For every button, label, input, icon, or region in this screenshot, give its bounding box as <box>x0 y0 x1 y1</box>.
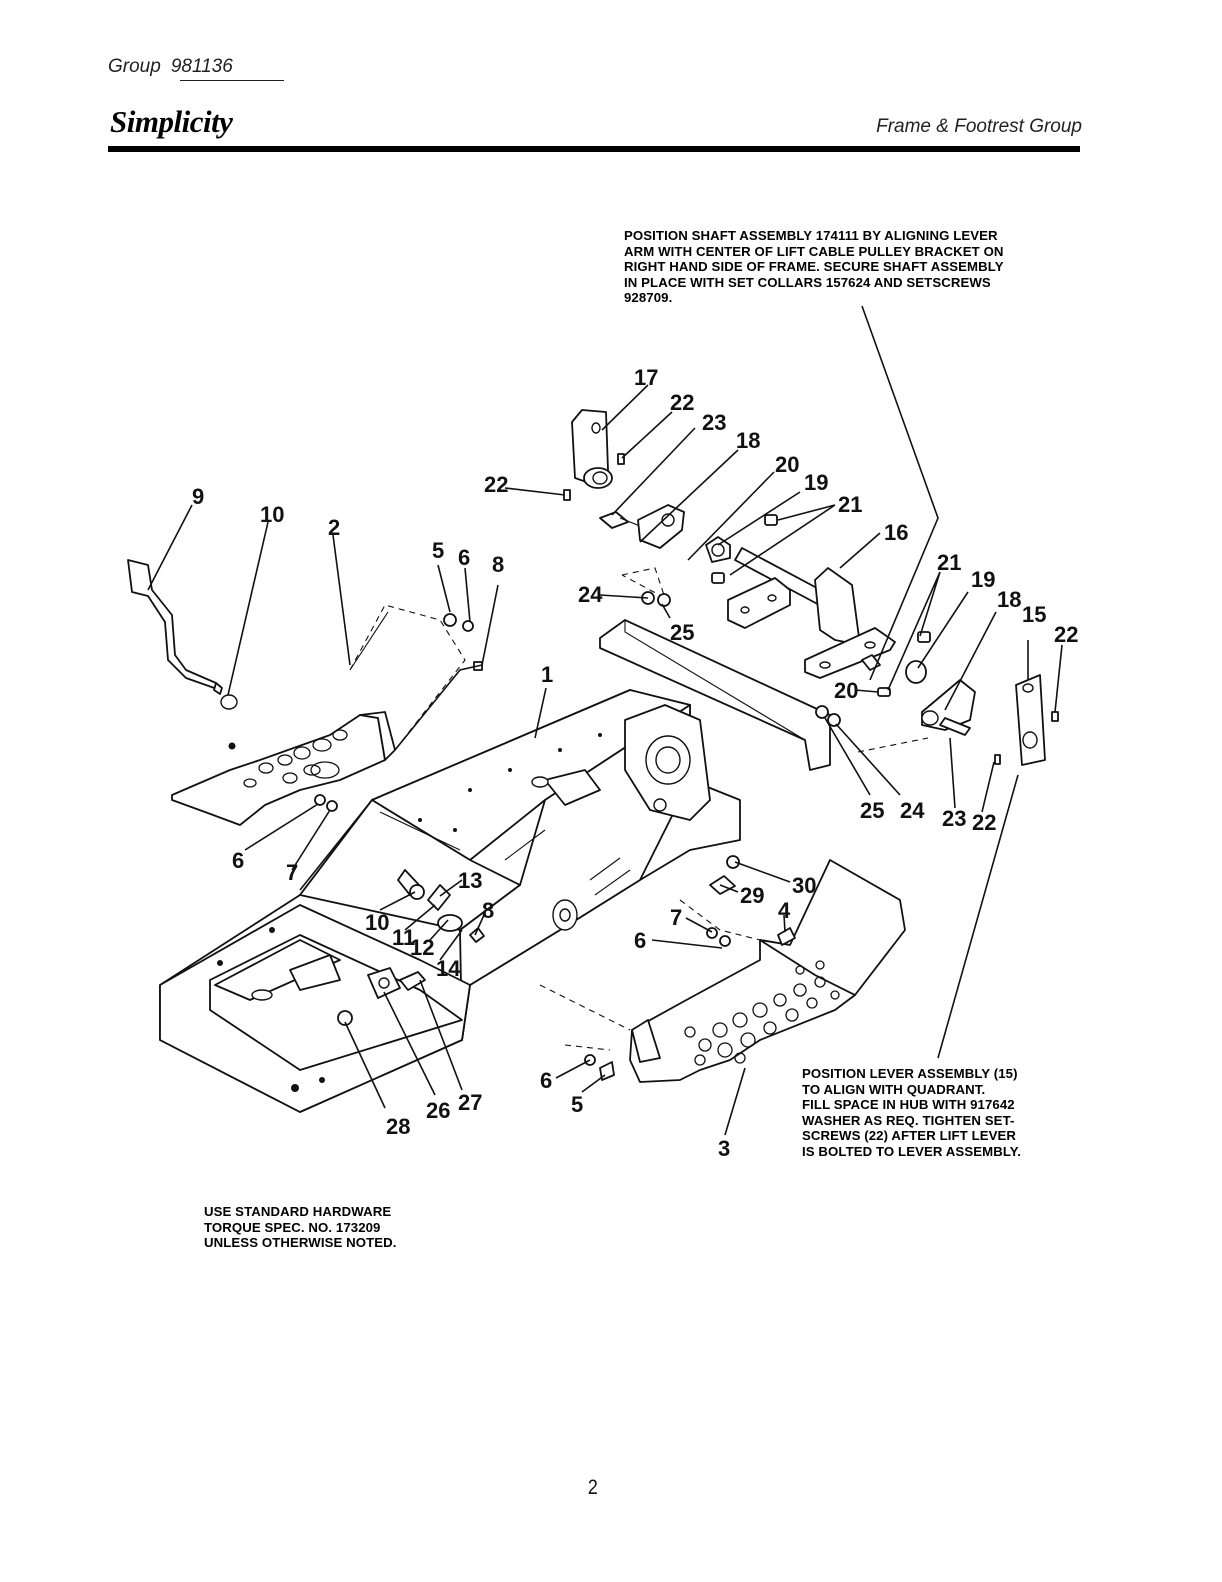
note-line: UNLESS OTHERWISE NOTED. <box>204 1235 397 1250</box>
callout-26: 26 <box>426 1098 450 1123</box>
note-line: IN PLACE WITH SET COLLARS 157624 AND SET… <box>624 274 991 290</box>
small-hardware <box>314 613 796 1081</box>
callout-29: 29 <box>740 883 764 908</box>
callout-5: 5 <box>432 538 444 563</box>
group-label: Group <box>108 56 161 77</box>
callout-3: 3 <box>718 1136 730 1161</box>
left-lever <box>127 559 238 710</box>
note-line: TO ALIGN WITH QUADRANT. <box>802 1081 986 1097</box>
callout-24: 24 <box>900 798 925 823</box>
callout-22: 22 <box>1054 622 1078 647</box>
callout-14: 14 <box>436 956 461 981</box>
callout-20: 20 <box>834 678 858 703</box>
note-standard-hardware: USE STANDARD HARDWARE TORQUE SPEC. NO. 1… <box>204 1204 397 1251</box>
callout-5: 5 <box>571 1092 583 1117</box>
callout-15: 15 <box>1022 602 1046 627</box>
callout-23: 23 <box>702 410 726 435</box>
note-line: SCREWS (22) AFTER LIFT LEVER <box>802 1128 1017 1143</box>
callout-6: 6 <box>232 848 244 873</box>
callout-18: 18 <box>997 587 1021 612</box>
callout-7: 7 <box>286 860 298 885</box>
left-footrest <box>171 604 466 826</box>
callout-8: 8 <box>482 898 494 923</box>
cross-bar <box>599 619 831 771</box>
callout-2: 2 <box>328 515 340 540</box>
note-line: USE STANDARD HARDWARE <box>204 1204 392 1219</box>
note-line: ARM WITH CENTER OF LIFT CABLE PULLEY BRA… <box>624 243 1004 259</box>
callout-22: 22 <box>972 810 996 835</box>
callout-25: 25 <box>860 798 884 823</box>
callout-23: 23 <box>942 806 966 831</box>
note-line: FILL SPACE IN HUB WITH 917642 <box>802 1097 1015 1112</box>
main-frame <box>159 689 741 1113</box>
note-shaft-assembly: POSITION SHAFT ASSEMBLY 174111 BY ALIGNI… <box>624 228 1004 306</box>
note-line: IS BOLTED TO LEVER ASSEMBLY. <box>802 1143 1021 1159</box>
callout-6: 6 <box>634 928 646 953</box>
note-line: TORQUE SPEC. NO. 173209 <box>204 1219 381 1235</box>
header-rule <box>108 146 1080 152</box>
callout-17: 17 <box>634 365 658 390</box>
callout-10: 10 <box>260 502 284 527</box>
brand-logo: Simplicity <box>110 104 233 139</box>
note-line: RIGHT HAND SIDE OF FRAME. SECURE SHAFT A… <box>624 259 1004 274</box>
note-line: POSITION SHAFT ASSEMBLY 174111 BY ALIGNI… <box>624 228 998 243</box>
callout-18: 18 <box>736 428 760 453</box>
note-line: 928709. <box>624 290 673 305</box>
callout-25: 25 <box>670 620 694 645</box>
callout-8: 8 <box>492 552 504 577</box>
callout-20: 20 <box>775 452 799 477</box>
right-hardware <box>815 631 1059 766</box>
callout-4: 4 <box>778 898 791 923</box>
callout-6: 6 <box>540 1068 552 1093</box>
callout-22: 22 <box>484 472 508 497</box>
callout-30: 30 <box>792 873 816 898</box>
callout-27: 27 <box>458 1090 482 1115</box>
callout-22: 22 <box>670 390 694 415</box>
leader-lines <box>147 305 1063 1136</box>
group-number: 981136 <box>170 56 233 77</box>
callout-6: 6 <box>458 545 470 570</box>
callout-7: 7 <box>670 905 682 930</box>
callout-13: 13 <box>458 868 482 893</box>
callout-10: 10 <box>365 910 389 935</box>
callout-labels: 17 22 23 18 20 19 21 22 16 21 19 18 15 2… <box>192 365 1078 1161</box>
right-footrest <box>539 859 906 1083</box>
group-underline <box>180 80 284 81</box>
section-title: Frame & Footrest Group <box>876 116 1082 137</box>
note-line: WASHER AS REQ. TIGHTEN SET- <box>802 1112 1015 1128</box>
left-lever-arm <box>563 409 778 607</box>
callout-1: 1 <box>541 662 553 687</box>
shaft-assembly <box>727 547 896 679</box>
callout-21: 21 <box>937 550 961 575</box>
note-lever-assembly: POSITION LEVER ASSEMBLY (15) TO ALIGN WI… <box>802 1066 1021 1159</box>
callout-19: 19 <box>971 567 995 592</box>
callout-24: 24 <box>578 582 603 607</box>
group-line: Group 981136 <box>108 56 233 78</box>
callout-12: 12 <box>410 935 434 960</box>
callout-19: 19 <box>804 470 828 495</box>
page-number: 2 <box>587 1476 598 1499</box>
callout-11: 11 <box>392 925 415 950</box>
callout-16: 16 <box>884 520 908 545</box>
note-line: POSITION LEVER ASSEMBLY (15) <box>802 1066 1018 1081</box>
callout-9: 9 <box>192 484 204 509</box>
callout-28: 28 <box>386 1114 410 1139</box>
callout-21: 21 <box>838 492 862 517</box>
